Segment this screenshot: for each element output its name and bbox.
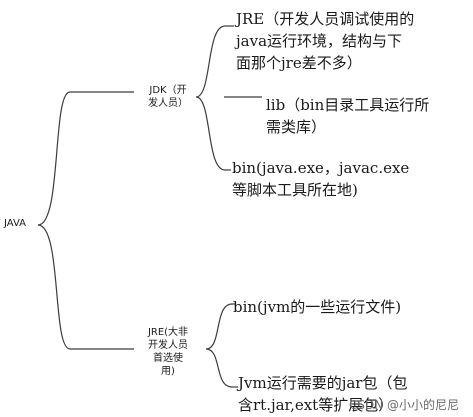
leaf-jre-jar: Jvm运行需要的jar包（包 含rt.jar,ext等扩展包） [238,372,470,416]
leaf-jre-bin: bin(jvm的一些运行文件) [233,296,469,318]
leaf-jdk-jre: JRE（开发人员调试使用的 java运行环境，结构与下 面那个jre差不多） [236,8,468,74]
jre-brace [205,303,233,388]
jdk-brace [195,25,226,171]
jre-node-line: 开发人员 [148,340,188,351]
leaf-jdk-bin: bin(java.exe，javac.exe 等脚本工具所在地) [232,157,468,201]
leaf-line: 面那个jre差不多） [236,54,362,72]
leaf-line: JRE（开发人员调试使用的 [236,10,415,28]
leaf-line: bin(jvm的一些运行文件) [233,298,402,316]
jre-node-line: 用) [161,366,175,377]
watermark: CSDN @小小的尼尼 [348,398,459,412]
leaf-line: bin(java.exe，javac.exe [232,159,410,177]
leaf-line: java运行环境，结构与下 [236,32,403,50]
leaf-jdk-lib: lib（bin目录工具运行所 需类库） [266,94,466,138]
jdk-node: JDK（开 发人员） [137,84,199,110]
root-brace [37,91,71,350]
jre-node-line: JRE(大非 [147,327,189,338]
leaf-line: 等脚本工具所在地) [232,181,358,199]
leaf-line: 含rt.jar,ext等扩展包） [238,396,394,414]
jdk-node-line: 发人员） [148,98,188,109]
root-node: JAVA [4,218,27,229]
leaf-line: 需类库） [266,118,327,136]
jdk-node-line: JDK（开 [149,85,187,96]
jre-node: JRE(大非 开发人员 首选使 用) [137,326,199,378]
leaf-line: lib（bin目录工具运行所 [266,96,430,114]
leaf-line: Jvm运行需要的jar包（包 [238,374,408,392]
jre-node-line: 首选使 [153,353,183,364]
